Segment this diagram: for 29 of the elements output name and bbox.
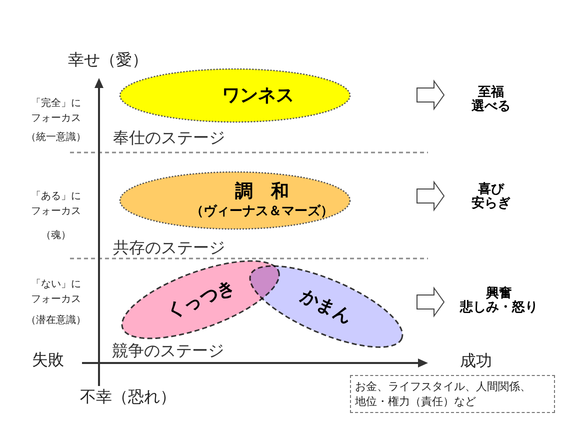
block-arrow — [416, 286, 445, 318]
block-arrow — [416, 79, 445, 111]
stage-label: 奉仕のステージ — [113, 129, 225, 147]
note-text: お金、ライフスタイル、人間関係、地位・権力（責任）など — [355, 379, 532, 409]
outcome-word: 興奮 — [486, 287, 512, 301]
consciousness-label: （潜在意識） — [26, 314, 86, 328]
block-arrow — [416, 180, 445, 212]
stage-label: 競争のステージ — [112, 342, 224, 360]
consciousness-label: （統一意識） — [26, 130, 86, 145]
oval-subtitle: （ヴィーナス＆マーズ） — [190, 203, 334, 220]
stage-label: 共存のステージ — [113, 239, 225, 257]
axis-label: 成功 — [460, 351, 492, 371]
axis-label: 不幸（恐れ） — [80, 387, 176, 407]
oval-title: 調 和 — [235, 181, 289, 203]
axis-label: 幸せ（愛） — [68, 50, 148, 70]
focus-label: 「ある」にフォーカス — [30, 190, 82, 219]
outcome-word: 至福 — [478, 86, 504, 100]
note-frame — [350, 375, 555, 413]
outcome-word: 悲しみ・怒り — [460, 301, 538, 315]
focus-label: 「ない」にフォーカス — [30, 278, 82, 307]
consciousness-label: （魂） — [41, 229, 71, 243]
outcome-word: 安らぎ — [472, 197, 510, 211]
focus-label: 「完全」にフォーカス — [30, 96, 82, 126]
outcome-word: 選べる — [472, 100, 510, 114]
oval-title: くっつき — [163, 276, 238, 324]
outcome-word: 喜び — [478, 183, 504, 197]
oval-title: かまん — [296, 285, 356, 329]
axis-label: 失敗 — [32, 350, 64, 370]
oval-title: ワンネス — [222, 84, 294, 106]
